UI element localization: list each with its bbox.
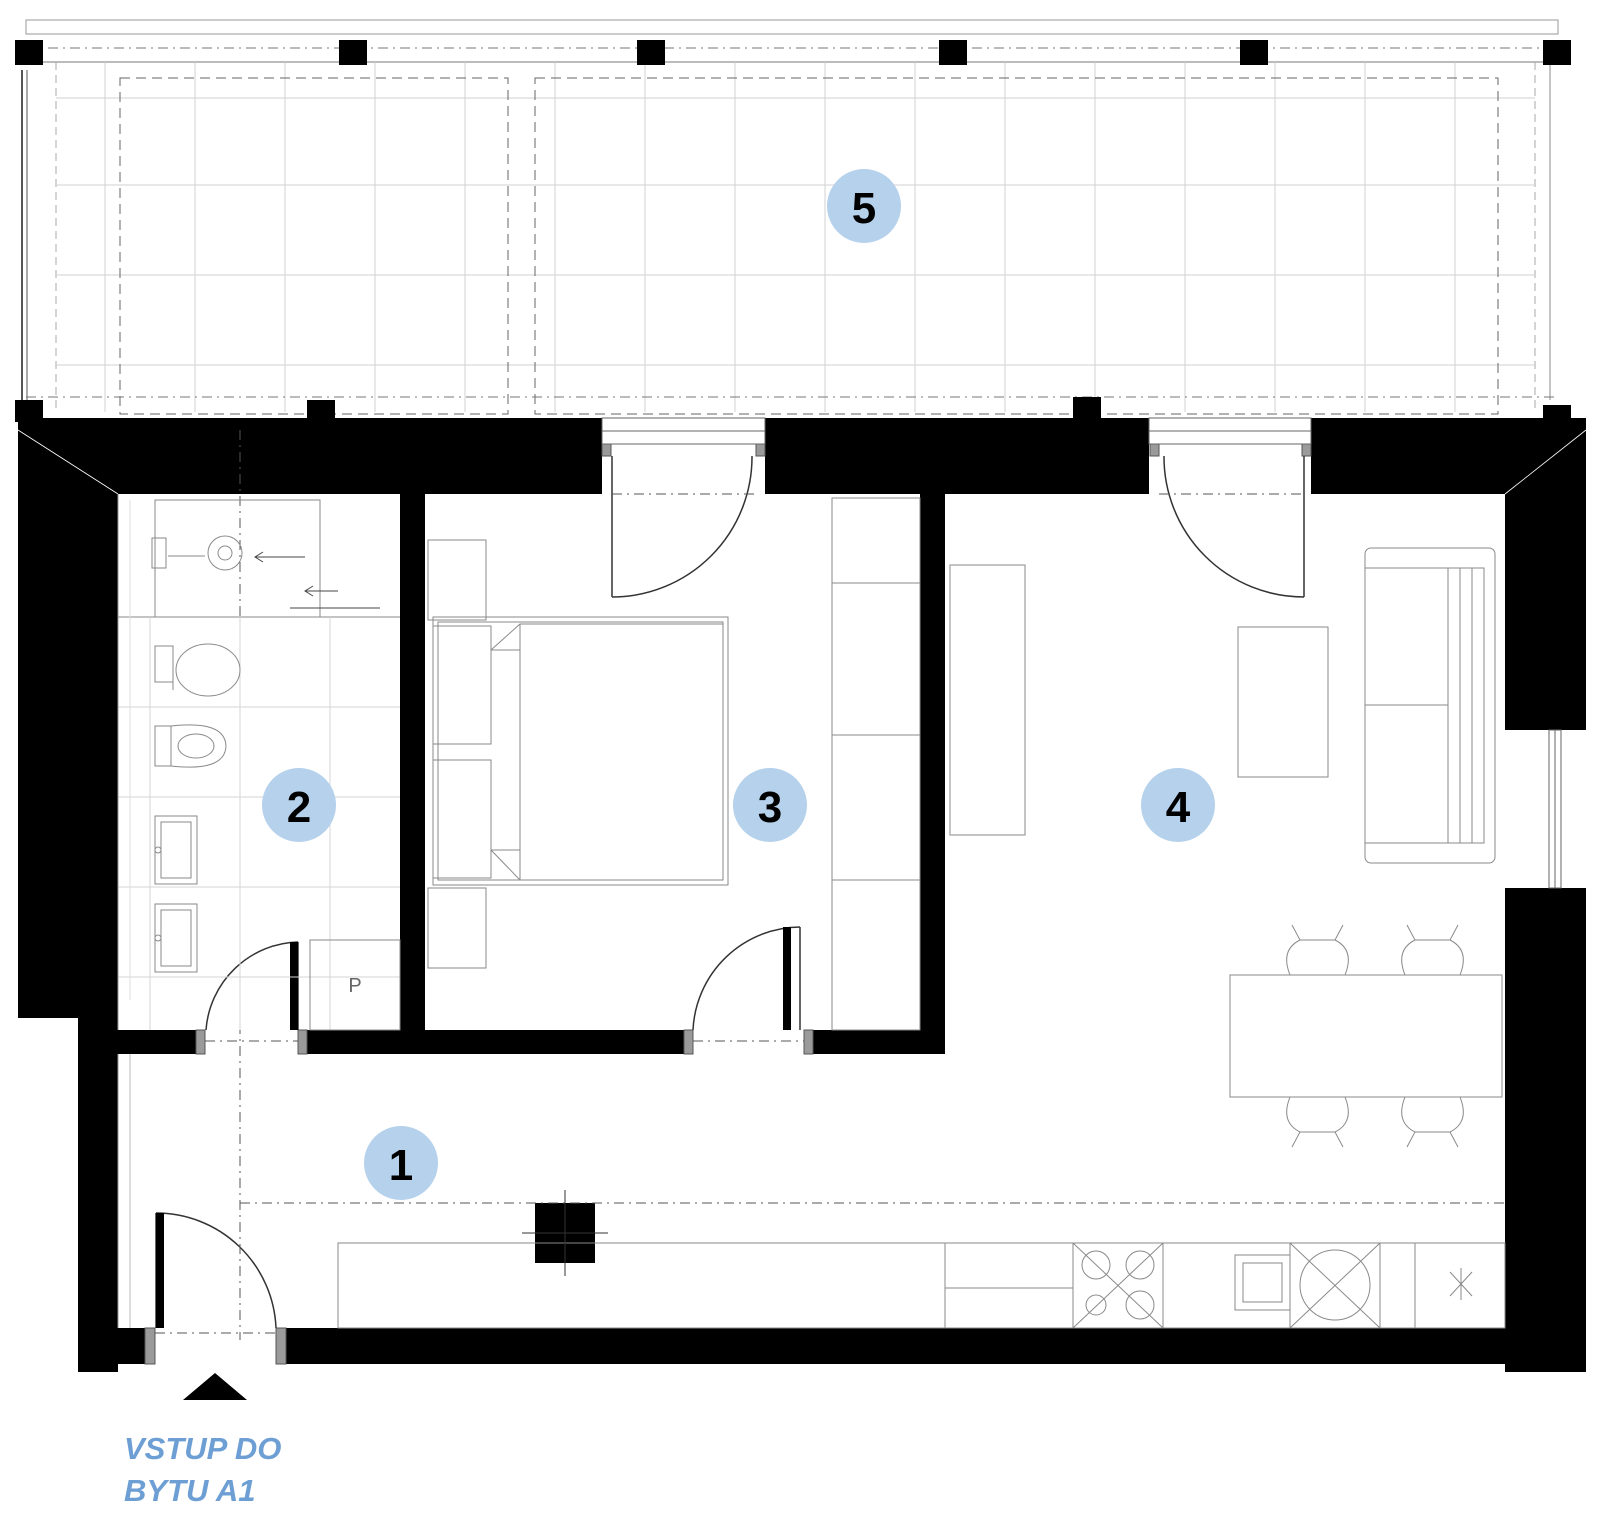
room-1-badge: 1 (364, 1126, 438, 1200)
room-1-number: 1 (389, 1141, 413, 1190)
entrance-arrow-icon (183, 1373, 247, 1400)
room-4-badge: 4 (1141, 768, 1215, 842)
room-5-badge: 5 (827, 169, 901, 243)
utility-box-label: P (348, 975, 361, 997)
entrance-label: VSTUP DO BYTU A1 (124, 1428, 281, 1512)
room-badges: 1 2 3 4 5 (262, 169, 1215, 1200)
entrance-label-line-2: BYTU A1 (124, 1473, 256, 1508)
bathroom-fixtures: P (117, 494, 401, 1031)
room-4-number: 4 (1166, 783, 1191, 832)
room-3-badge: 3 (733, 768, 807, 842)
room-3-number: 3 (758, 783, 782, 832)
terrace (15, 19, 1571, 425)
room-5-number: 5 (852, 184, 876, 233)
entrance-label-line-1: VSTUP DO (124, 1431, 282, 1466)
windows (601, 417, 1562, 889)
walls (18, 418, 1586, 1372)
room-2-number: 2 (287, 783, 311, 832)
doors (155, 455, 1305, 1329)
bedroom-furniture (427, 497, 921, 1031)
kitchen-counter (117, 1054, 1506, 1329)
room-2-badge: 2 (262, 768, 336, 842)
living-furniture (949, 547, 1503, 1148)
